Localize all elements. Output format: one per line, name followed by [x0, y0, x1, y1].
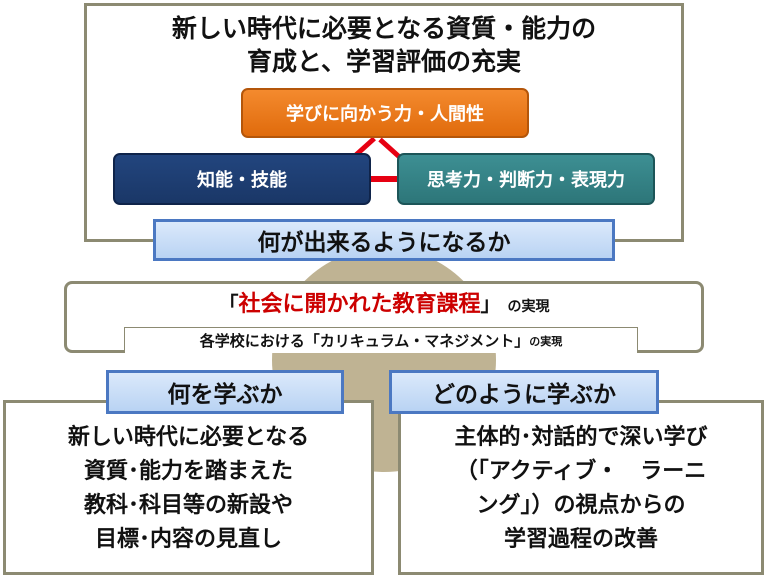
right-line-2: （「アクティブ・ ラーニ [455, 459, 707, 484]
left-line-3: 教科･科目等の新設や [83, 493, 293, 518]
right-line-1: 主体的･対話的で深い学び [454, 425, 708, 450]
how-to-learn-label: どのように学ぶか [389, 370, 659, 414]
what-can-do-label: 何が出来るようになるか [153, 219, 615, 261]
management-suffix: の実現 [529, 334, 563, 348]
management-main-text: 各学校における「カリキュラム・マネジメント」 [199, 332, 530, 350]
close-quote: 」 [480, 292, 501, 316]
competency-title-line-1: 新しい時代に必要となる資質・能力の [171, 14, 597, 43]
curriculum-heading: 「社会に開かれた教育課程」 の実現 [64, 290, 704, 321]
left-line-4: 目標･内容の見直し [94, 527, 282, 552]
management-box: 各学校における「カリキュラム・マネジメント」 の実現 [124, 327, 638, 353]
knowledge-skills-box: 知能・技能 [113, 153, 371, 205]
how-to-learn-box: 主体的･対話的で深い学び （「アクティブ・ ラーニ ング」）の視点からの 学習過… [398, 400, 764, 575]
right-line-3: ング」）の視点からの [476, 493, 686, 518]
humanity-box: 学びに向かう力・人間性 [241, 88, 529, 138]
competency-title: 新しい時代に必要となる資質・能力の 育成と、学習評価の充実 [84, 12, 684, 78]
thinking-judgment-box: 思考力・判断力・表現力 [397, 153, 655, 205]
what-to-learn-box: 新しい時代に必要となる 資質･能力を踏まえた 教科･科目等の新設や 目標･内容の… [3, 400, 374, 575]
connector-knowledge-thinking [370, 176, 400, 182]
what-to-learn-label: 何を学ぶか [106, 370, 344, 414]
curriculum-suffix: の実現 [507, 299, 550, 315]
left-line-1: 新しい時代に必要となる [67, 425, 310, 450]
left-line-2: 資質･能力を踏まえた [83, 459, 293, 484]
competency-title-line-2: 育成と、学習評価の充実 [246, 47, 521, 76]
curriculum-main-text: 社会に開かれた教育課程 [238, 292, 481, 317]
right-line-4: 学習過程の改善 [503, 527, 658, 552]
open-quote: 「 [218, 292, 239, 316]
